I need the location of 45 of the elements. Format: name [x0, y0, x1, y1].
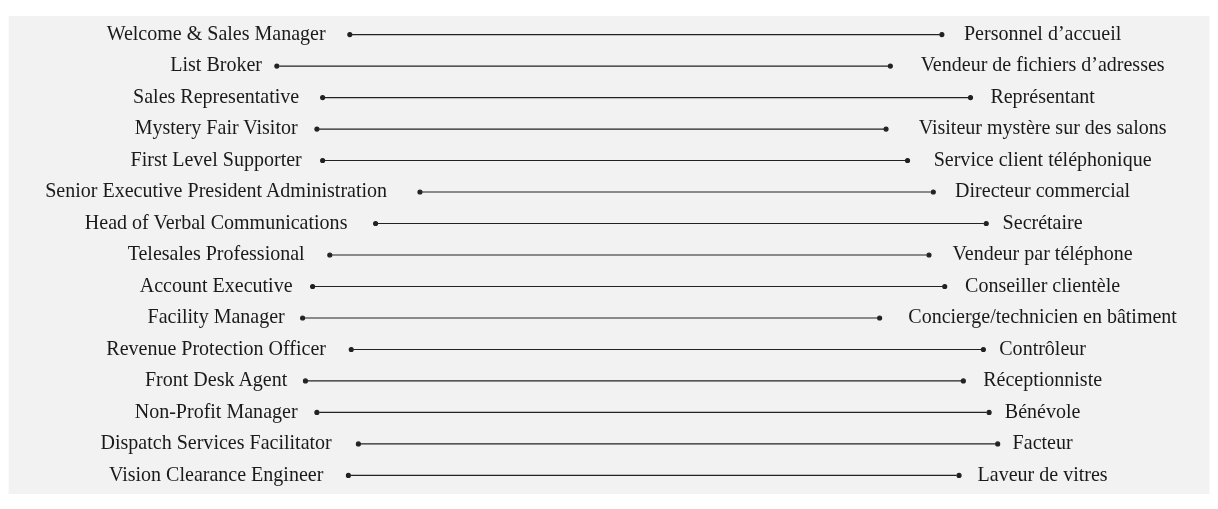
node-text: Vision Clearance Engineer [108, 462, 324, 485]
node-text: Dispatch Services Facilitator [100, 430, 332, 453]
node-text: Réceptionniste [983, 367, 1103, 390]
connector [345, 472, 962, 478]
connector [355, 440, 1001, 446]
node-text: Personnel d’accueil [963, 21, 1122, 44]
node-text: Non-Profit Manager [134, 399, 298, 422]
connector [417, 188, 936, 195]
node-text: Head of Verbal Communications [84, 210, 348, 233]
node-text: Mystery Fair Visitor [134, 115, 298, 138]
node-text: Conseiller clientèle [965, 273, 1121, 296]
node-text: Facility Manager [147, 304, 285, 327]
node-text: Front Desk Agent [144, 367, 288, 390]
connector [327, 251, 932, 258]
connector [320, 157, 911, 163]
node-text: Facteur [1012, 430, 1073, 453]
connector [302, 377, 966, 383]
connector [373, 220, 989, 226]
node-text: Telesales Professional [127, 241, 305, 264]
node-text: Vendeur par téléphone [952, 241, 1133, 264]
node-text: Welcome & Sales Manager [106, 21, 326, 44]
connector [348, 346, 986, 352]
node-text: Représentant [990, 84, 1095, 107]
node-text: Sales Representative [133, 84, 300, 107]
connector [274, 63, 893, 69]
node-text: Laveur de vitres [977, 462, 1108, 485]
node-text: Concierge/technicien en bâtiment [908, 304, 1177, 327]
node-text: Service client téléphonique [933, 147, 1152, 170]
node-text: Senior Executive President Administration [45, 178, 388, 201]
node-text: Bénévole [1004, 399, 1081, 422]
node-text: Contrôleur [999, 336, 1086, 359]
connector [300, 314, 883, 321]
node-text: Vendeur de fichiers d’adresses [920, 52, 1165, 75]
node-text: Revenue Protection Officer [106, 336, 327, 359]
node-text: Directeur commercial [955, 178, 1131, 201]
node-text: List Broker [170, 52, 263, 75]
connector [314, 409, 992, 415]
connector [320, 94, 974, 100]
connector [314, 126, 889, 132]
node-text: First Level Supporter [130, 147, 302, 170]
connector [347, 31, 945, 37]
node-text: Account Executive [139, 273, 293, 296]
node-text: Secrétaire [1002, 210, 1083, 233]
node-text: Visiteur mystère sur des salons [918, 115, 1167, 138]
connector [310, 283, 948, 289]
